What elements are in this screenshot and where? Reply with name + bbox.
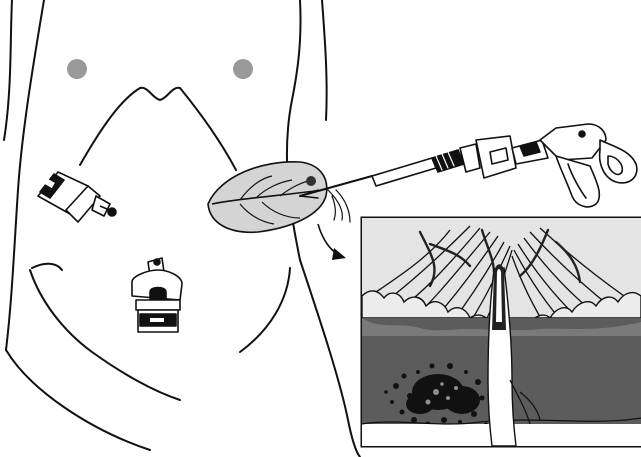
right-arm-contour: [322, 0, 327, 120]
right-hip-contour: [300, 260, 360, 457]
trocar-port-left-icon: [38, 172, 116, 222]
inguinal-line-right: [240, 268, 290, 352]
right-nipple: [233, 59, 253, 79]
left-hip-contour: [6, 350, 150, 450]
surgical-grasper-icon: [300, 124, 637, 222]
magnified-inset: [362, 218, 641, 446]
abdomen-crease-left: [32, 264, 62, 270]
callout-arrow: [318, 224, 346, 260]
ribcage-arch: [80, 88, 236, 170]
trocar-port-center-icon: [132, 258, 182, 332]
left-arm-contour: [4, 0, 12, 140]
left-nipple: [67, 59, 87, 79]
torso-outline: [4, 0, 360, 457]
left-side-contour: [6, 0, 44, 350]
